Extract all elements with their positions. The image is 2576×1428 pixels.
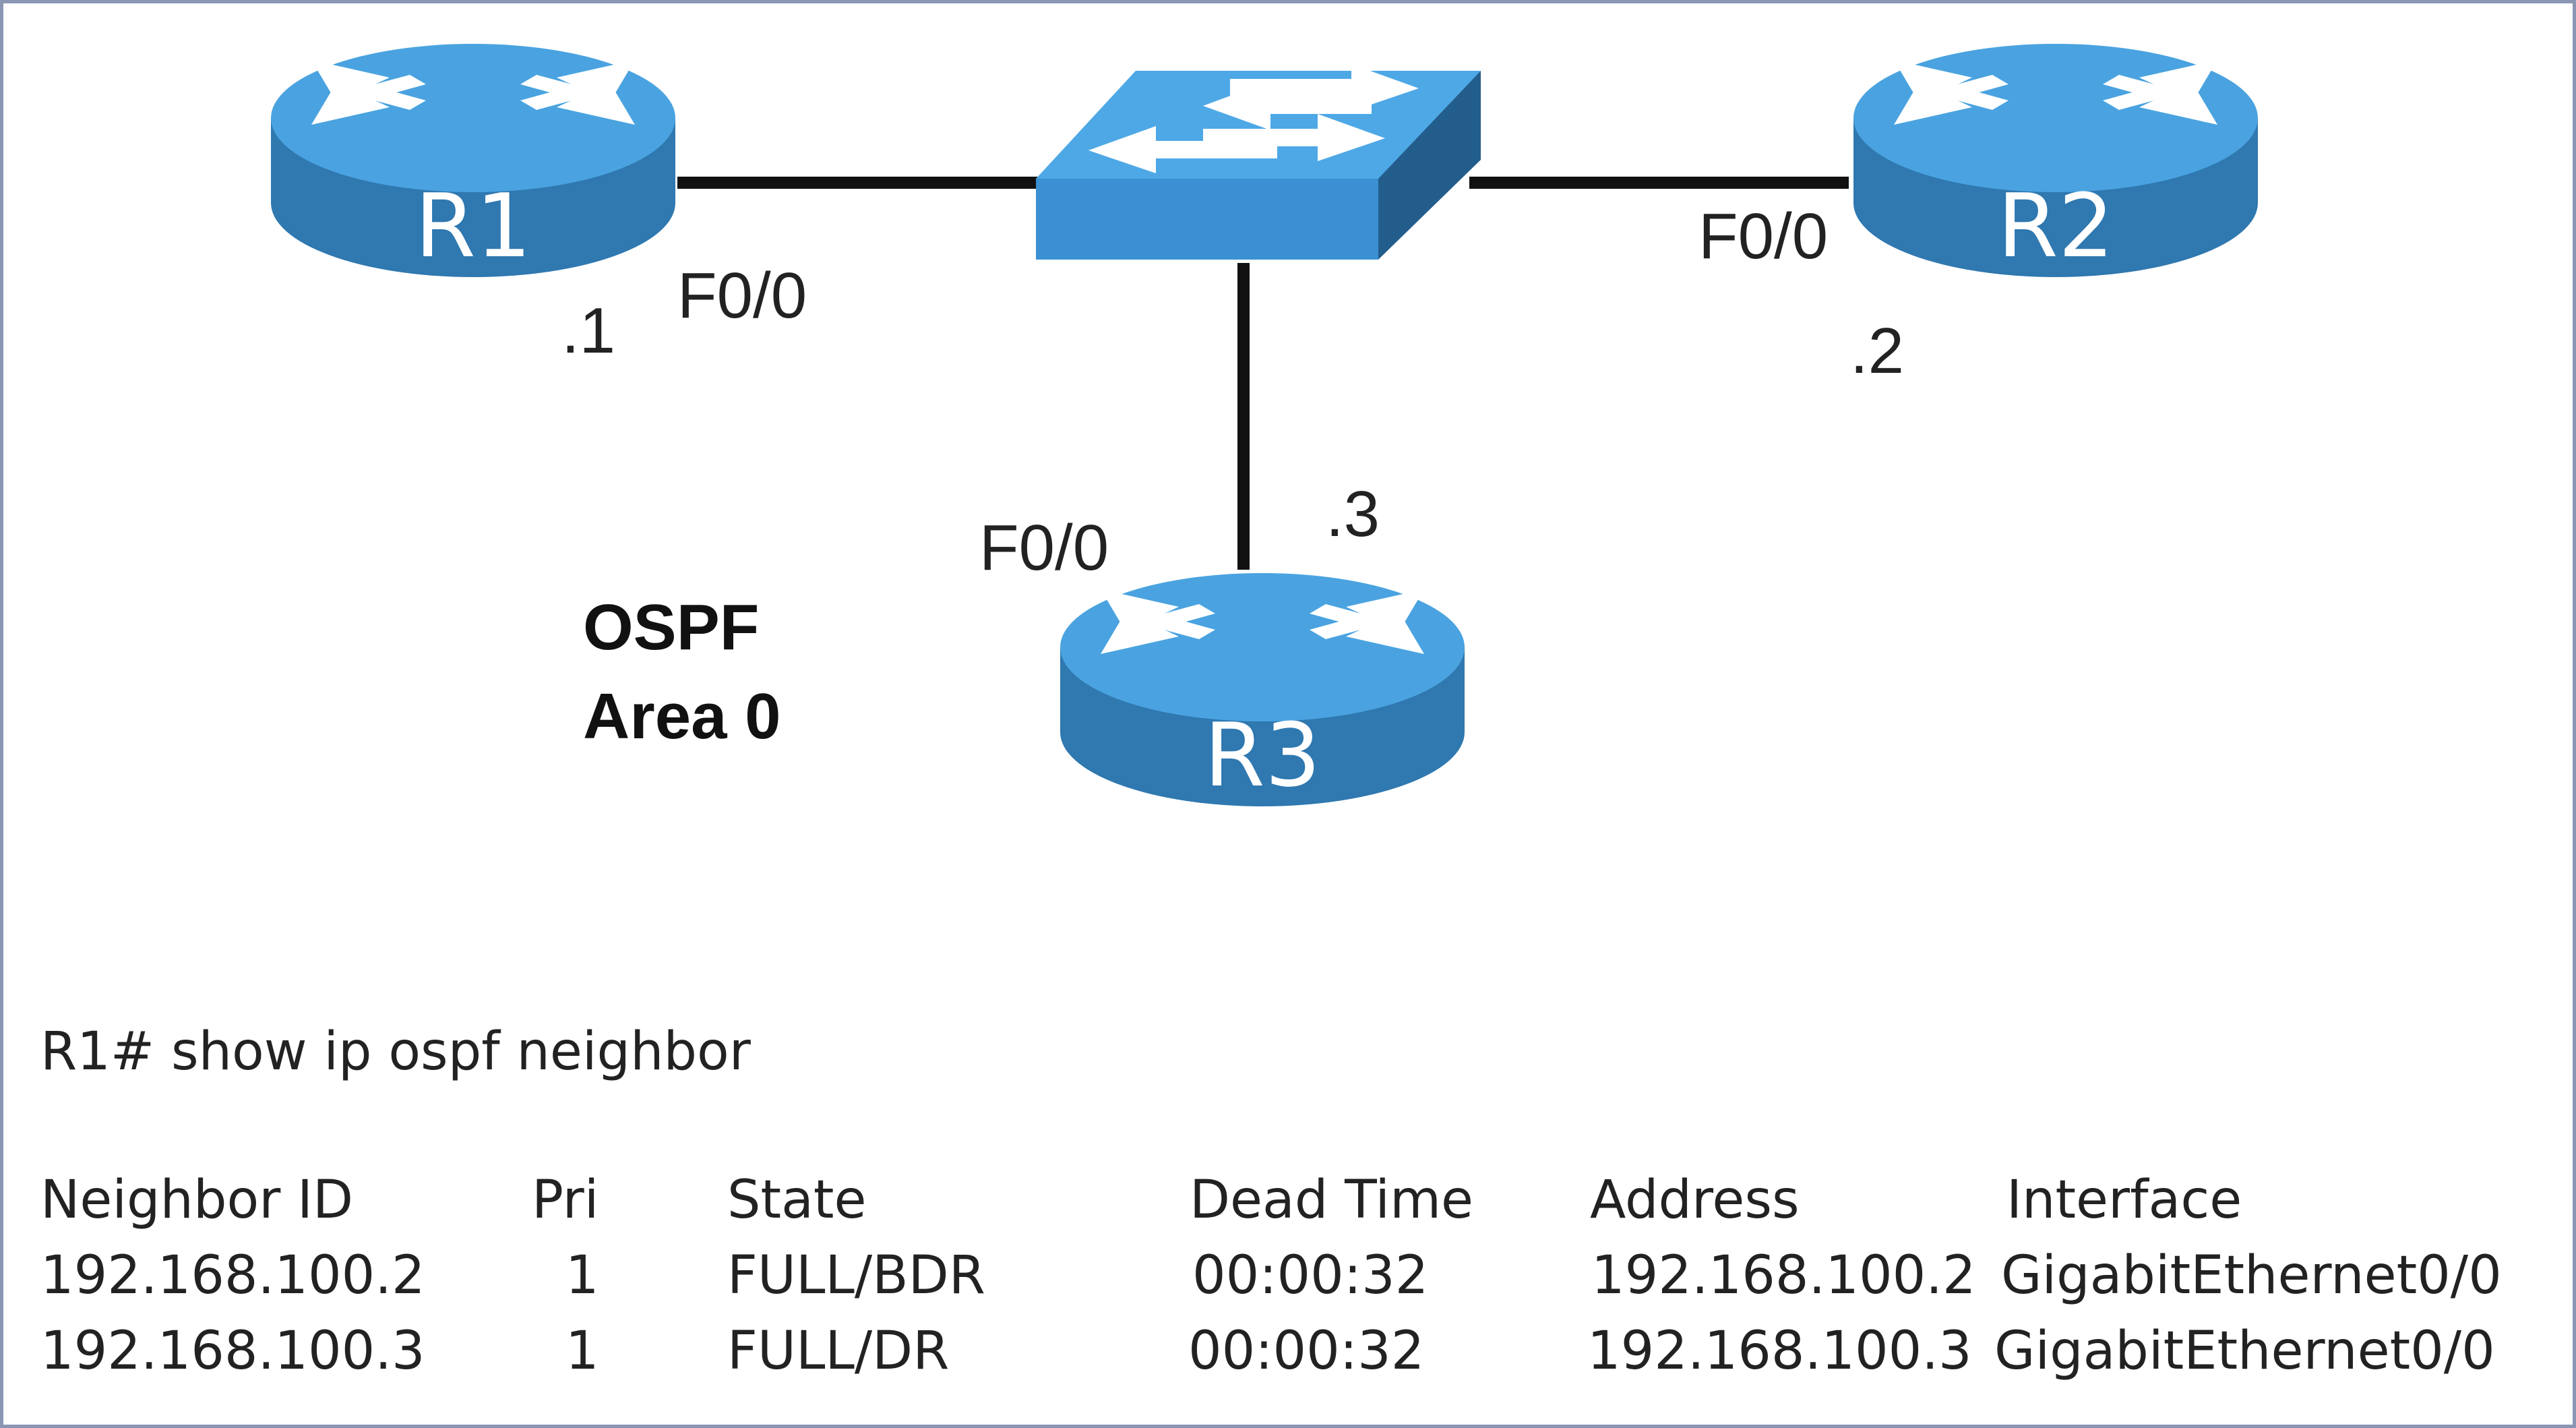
router-name: R3 [1204,704,1320,806]
switch-side [1378,71,1481,260]
cell-dead-time: 00:00:32 [1192,1245,1429,1306]
cell-interface: GigabitEthernet0/0 [2001,1245,2502,1306]
header-address: Address [1590,1170,1800,1230]
cell-address: 192.168.100.3 [1587,1321,1972,1381]
switch-front [1036,179,1378,260]
cell-address: 192.168.100.2 [1591,1245,1976,1306]
header-state: State [727,1170,867,1230]
cli-command: R1# show ip ospf neighbor [40,1021,751,1082]
router-r3: R3 [1060,573,1465,806]
r2-host-label: .2 [1850,315,1904,387]
cell-pri: 1 [565,1321,599,1381]
cell-state: FULL/BDR [727,1245,985,1306]
header-interface: Interface [2006,1170,2242,1230]
r1-host-label: .1 [561,295,615,367]
switch [1036,64,1481,260]
switch-arrows-icon [1088,64,1419,173]
header-dead-time: Dead Time [1190,1170,1474,1230]
cell-state: FULL/DR [727,1321,950,1381]
cell-neighbor-id: 192.168.100.3 [40,1321,425,1381]
r2-interface-label: F0/0 [1698,200,1828,272]
header-pri: Pri [532,1170,599,1230]
area-label: Area 0 [583,680,781,752]
cell-dead-time: 00:00:32 [1188,1321,1425,1381]
cell-pri: 1 [565,1245,599,1306]
r3-interface-label: F0/0 [979,512,1109,584]
router-name: R1 [415,175,531,277]
router-r2: R2 [1853,44,2258,277]
network-topology: R1 R2 R3 F0/0 .1 F0/0 .2 F0/0 .3 OSPF Ar… [271,44,2258,806]
r1-interface-label: F0/0 [677,260,807,332]
router-r1: R1 [271,44,675,277]
cell-neighbor-id: 192.168.100.2 [40,1245,425,1306]
r3-host-label: .3 [1326,478,1380,550]
header-neighbor-id: Neighbor ID [40,1170,354,1230]
ospf-label: OSPF [583,591,759,663]
cell-interface: GigabitEthernet0/0 [1994,1321,2495,1381]
router-name: R2 [1997,175,2114,277]
